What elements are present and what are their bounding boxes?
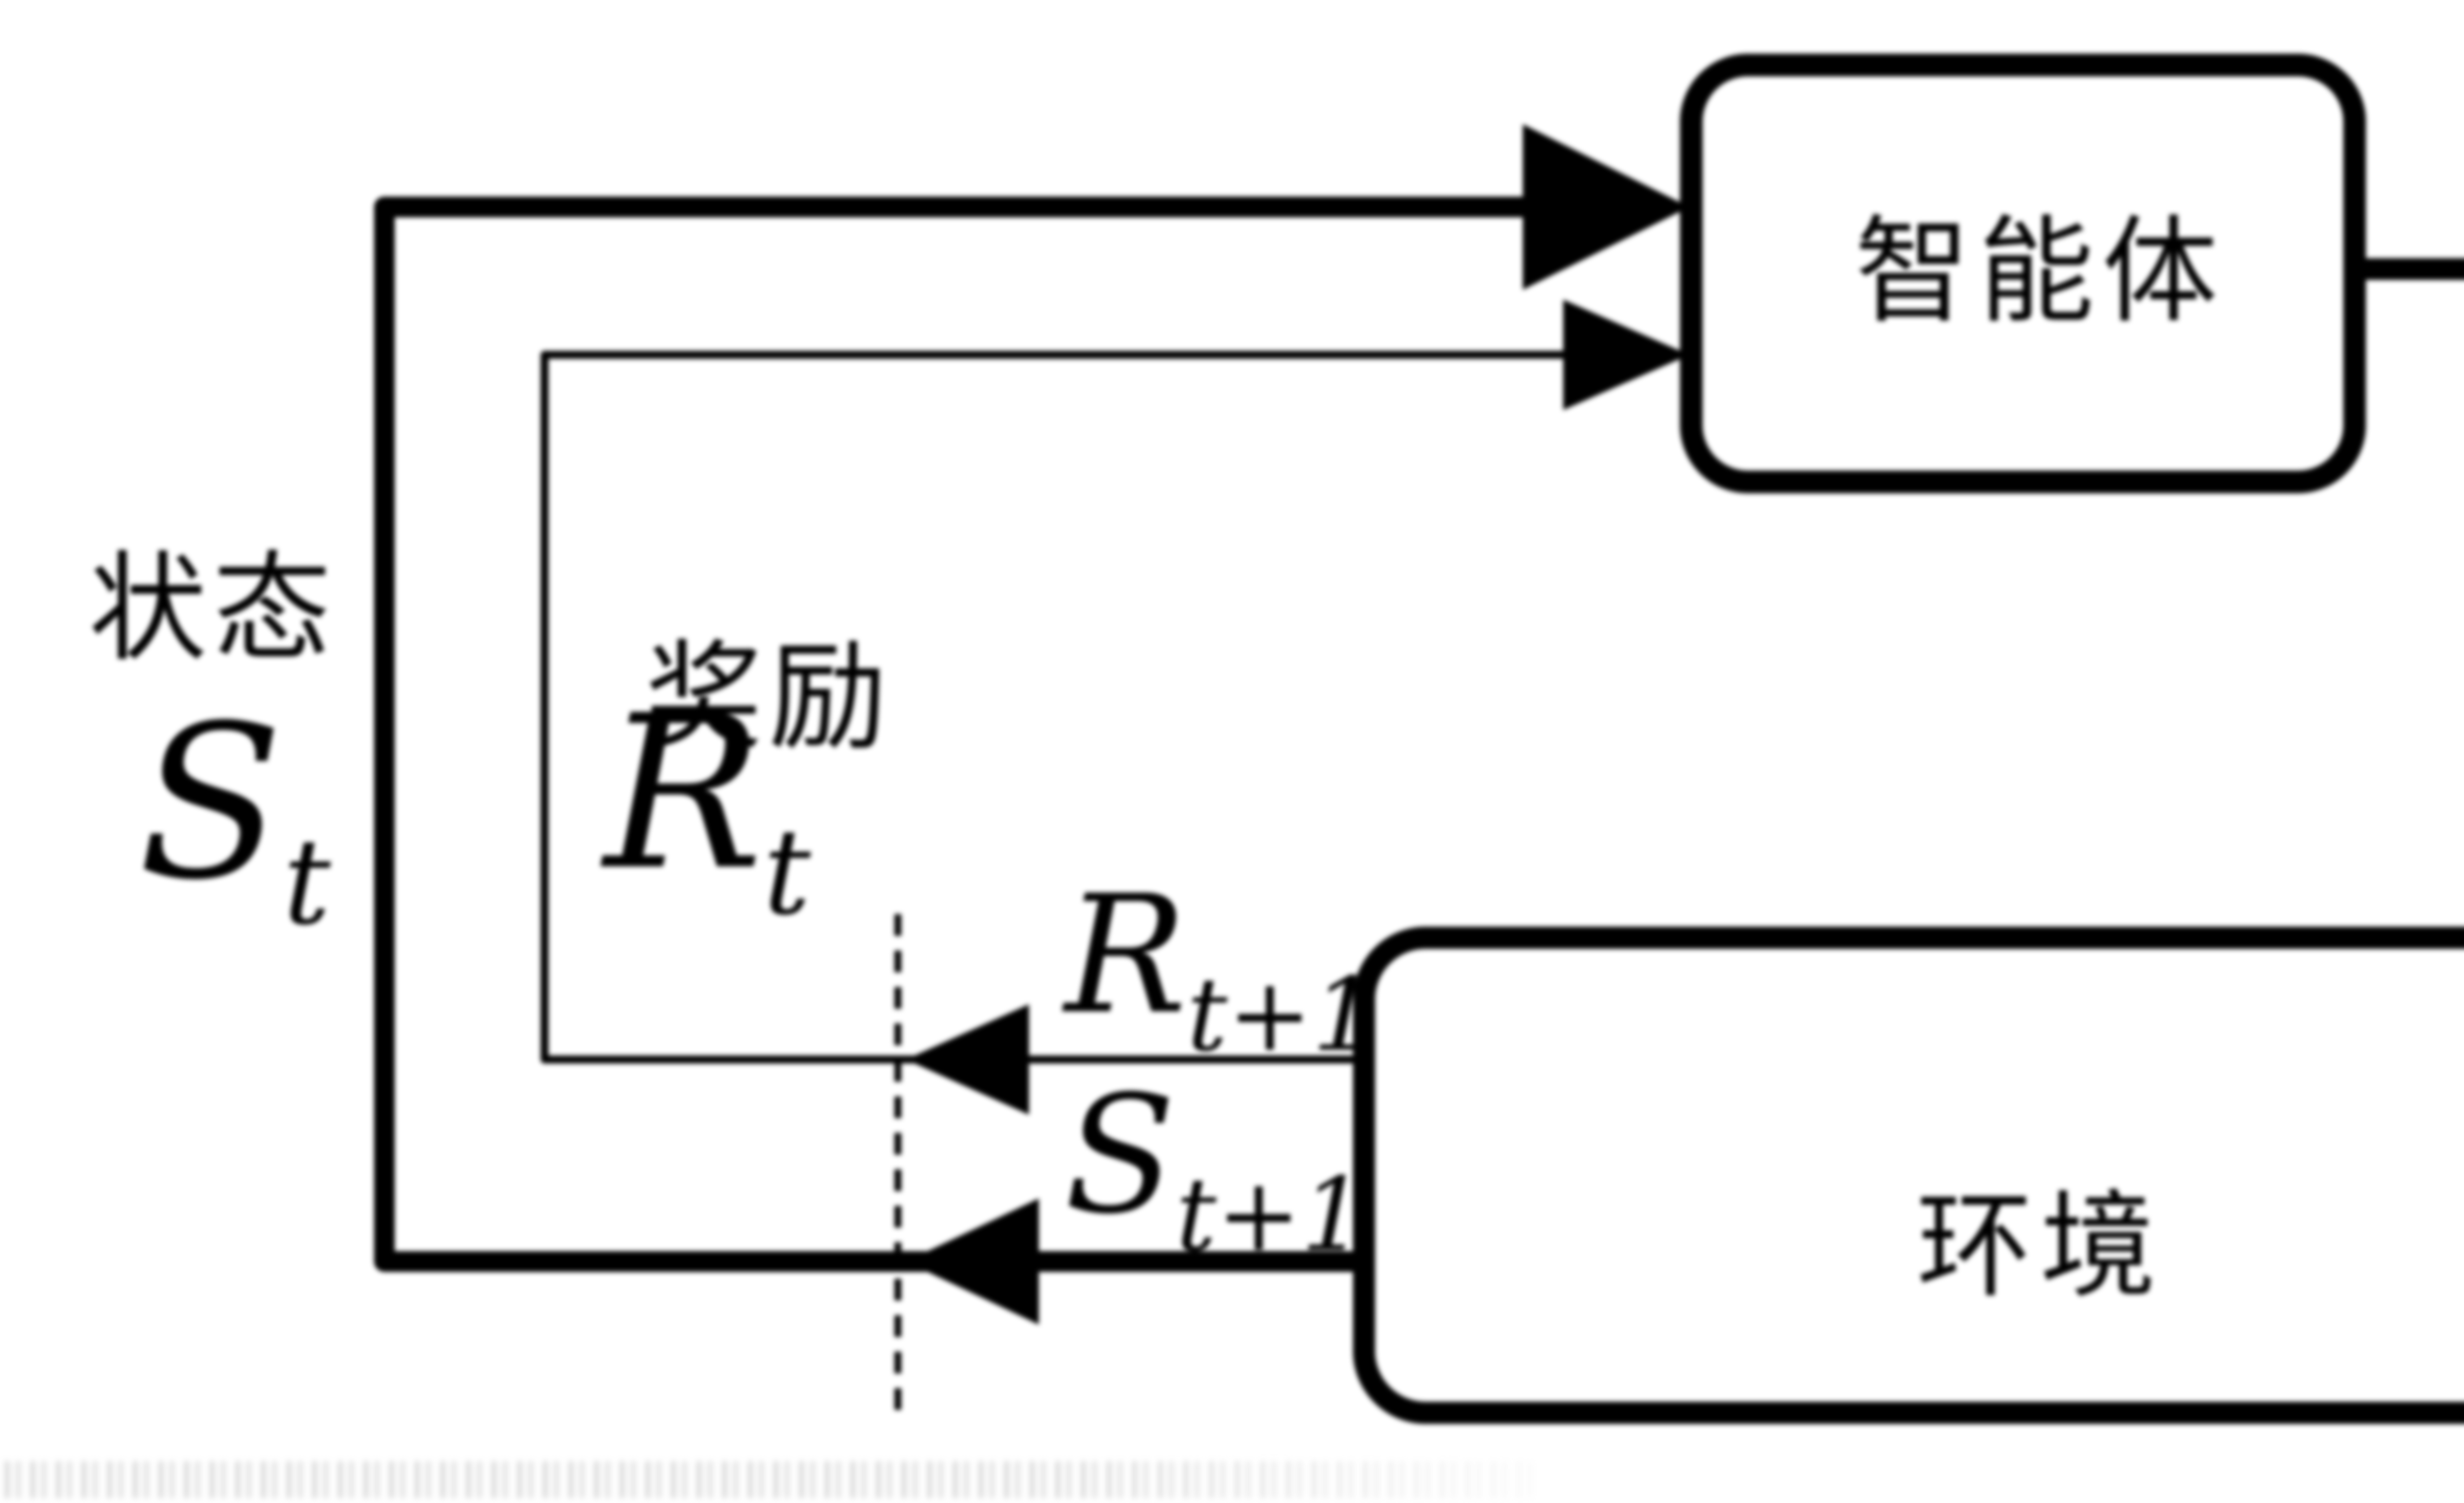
state-symbol-subscript: t [283, 813, 331, 951]
next-state-symbol: St+1 [1064, 1060, 1366, 1274]
agent-label: 智能体 [1855, 208, 2226, 337]
next-reward-symbol-subscript: t+1 [1187, 956, 1376, 1074]
state-caption: 状态 [89, 544, 337, 675]
next-reward-symbol-main: R [1062, 860, 1187, 1050]
state-into-agent-arrowhead [1523, 124, 1689, 290]
environment-label: 环境 [1916, 1183, 2164, 1311]
next-reward-symbol: Rt+1 [1062, 860, 1376, 1074]
next-state-symbol-subscript: t+1 [1176, 1157, 1366, 1274]
cutoff-caption-artifact [5, 1461, 1533, 1498]
next-state-arrowhead [906, 1198, 1039, 1325]
next-state-symbol-main: S [1064, 1060, 1176, 1250]
reward-symbol-subscript: t [763, 803, 811, 941]
reward-symbol-main: R [600, 670, 763, 917]
next-reward-arrowhead [906, 1004, 1029, 1115]
environment-box [1353, 926, 2464, 1424]
reward-caption: 奖励 [645, 633, 893, 764]
state-symbol: St [138, 680, 331, 951]
reward-into-agent-arrowhead [1563, 300, 1689, 410]
reward-symbol: Rt [600, 670, 811, 941]
agent-box [1680, 54, 2366, 493]
reward-feedback-line [541, 351, 1572, 1063]
state-feedback-line [374, 197, 1533, 1272]
state-symbol-main: S [138, 680, 283, 926]
